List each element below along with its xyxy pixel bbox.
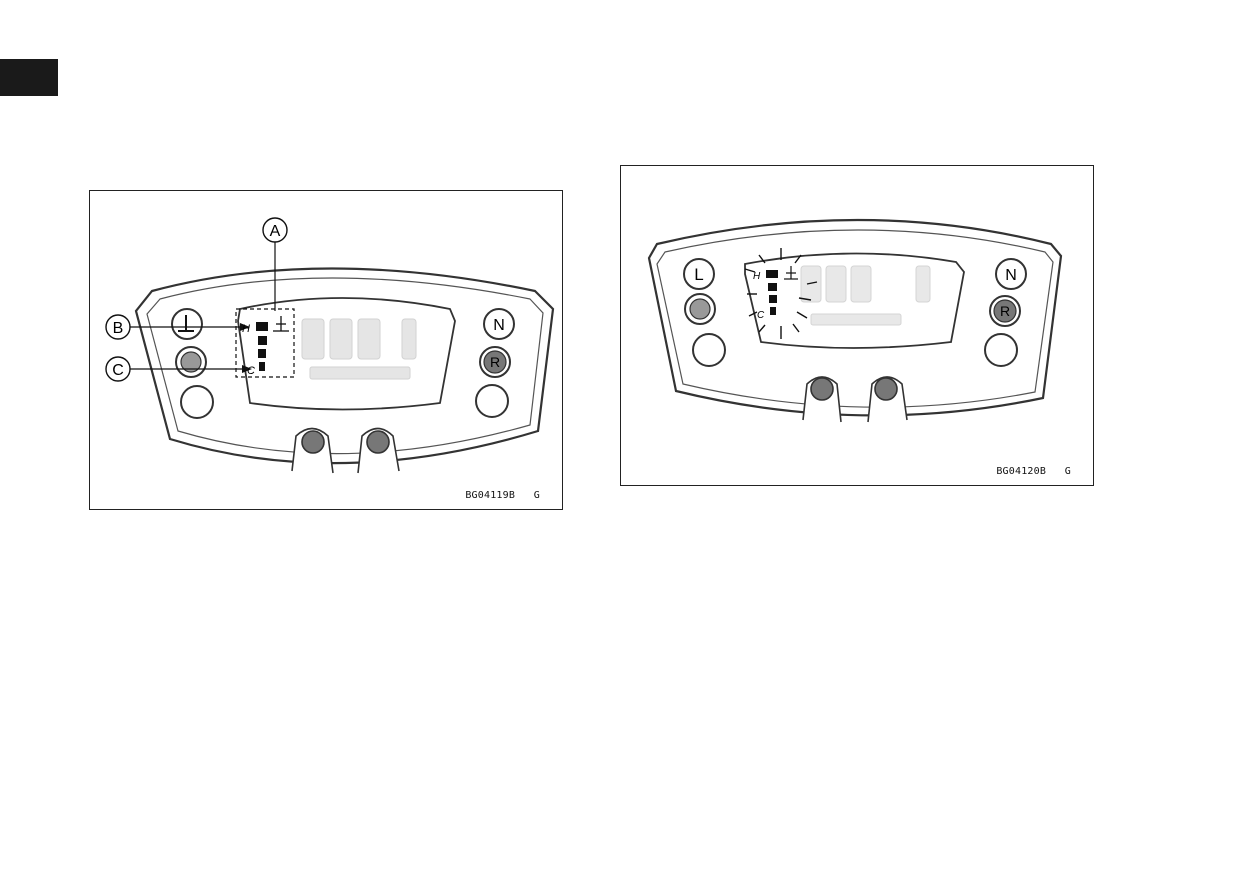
figure-meter-coolant-blinking: L N R H C BG04120B G xyxy=(620,165,1094,486)
hot-mark-label: H xyxy=(242,323,250,335)
callout-a-label: A xyxy=(270,223,281,240)
neutral-indicator-label: N xyxy=(493,317,505,334)
callout-c-label: C xyxy=(112,362,124,379)
temperature-bar-segments xyxy=(766,270,778,315)
figure-code-suffix: G xyxy=(533,490,540,501)
meter-illustration-blinking: L N R H C xyxy=(647,218,1063,423)
callout-c-circle xyxy=(105,356,131,382)
lcd-faint-digits xyxy=(800,265,931,326)
cold-mark-label: C xyxy=(247,365,255,377)
lcd-faint-digits xyxy=(301,318,417,380)
headlight-icon xyxy=(180,351,202,373)
hot-mark-label: H xyxy=(753,271,761,282)
l-indicator-label: L xyxy=(694,265,703,284)
coolant-temperature-icon xyxy=(273,316,289,332)
reverse-indicator-label: R xyxy=(1000,303,1010,319)
coolant-temperature-icon xyxy=(784,266,798,280)
figure-code-id: BG04120B xyxy=(996,466,1047,477)
l-indicator-icon xyxy=(178,315,194,332)
callout-b-label: B xyxy=(113,320,124,337)
reverse-indicator-label: R xyxy=(490,354,500,370)
figure-code-suffix: G xyxy=(1064,466,1071,477)
figure-meter-coolant-callouts: A B C H C N R BG04119B G xyxy=(89,190,563,510)
callout-b-circle xyxy=(105,314,131,340)
headlight-icon xyxy=(689,298,711,320)
blinking-indicator-rays xyxy=(744,248,818,339)
temperature-gauge-highlight-box xyxy=(235,308,295,378)
temperature-bar-segments xyxy=(256,322,268,371)
figure-code-id: BG04119B xyxy=(465,490,516,501)
callout-a-circle xyxy=(262,217,288,243)
neutral-indicator-label: N xyxy=(1005,267,1017,284)
cold-mark-label: C xyxy=(757,310,765,321)
figure-code: BG04120B G xyxy=(996,466,1071,477)
figure-code: BG04119B G xyxy=(465,490,540,501)
meter-illustration: A B C H C N R xyxy=(105,217,555,474)
page-section-tab xyxy=(0,59,58,96)
